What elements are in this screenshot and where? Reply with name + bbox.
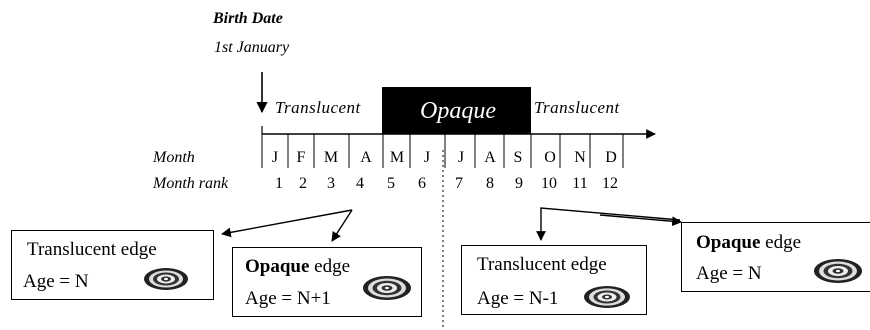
- month-letter: M: [323, 149, 339, 166]
- opaque-label: Opaque: [420, 98, 496, 124]
- month-letter: A: [484, 149, 496, 166]
- birth-date-label: Birth Date: [213, 10, 283, 27]
- month-rank: 9: [515, 175, 523, 192]
- month-row-label: Month: [153, 149, 195, 166]
- otolith-ring-icon: [363, 276, 411, 300]
- month-rank: 6: [418, 175, 426, 192]
- opaque-period-block: [382, 87, 531, 134]
- month-rank: 1: [275, 175, 283, 192]
- opaque-edge-box-right: Opaque edge Age = N: [681, 222, 870, 292]
- otolith-ring-icon: [144, 268, 188, 290]
- month-rank: 2: [299, 175, 307, 192]
- edge-label: Translucent edge: [477, 254, 607, 275]
- month-letter: N: [574, 149, 586, 166]
- month-letter: J: [271, 149, 279, 166]
- month-letter: J: [423, 149, 431, 166]
- edge-label: Opaque edge: [245, 256, 351, 277]
- month-rank: 12: [602, 175, 618, 192]
- month-rank: 11: [572, 175, 588, 192]
- month-letter: J: [457, 149, 465, 166]
- pointer-arrow-to-translucent-edge: [221, 209, 353, 238]
- month-rank: 5: [387, 175, 395, 192]
- month-letter: O: [544, 149, 556, 166]
- otolith-ring-icon: [814, 259, 862, 283]
- month-rank: 7: [455, 175, 463, 192]
- month-rank: 8: [486, 175, 494, 192]
- month-letter: S: [513, 149, 523, 166]
- opaque-edge-box-left: Opaque edge Age = N+1: [232, 247, 422, 317]
- age-label: Age = N+1: [245, 288, 331, 309]
- translucent-edge-box-right: Translucent edge Age = N-1: [461, 245, 647, 315]
- pointer-arrow-to-translucent-edge-right: [536, 207, 681, 241]
- month-letter: A: [360, 149, 372, 166]
- age-label: Age = N: [696, 263, 762, 284]
- month-rank-row-label: Month rank: [153, 175, 229, 192]
- translucent-left-label: Translucent: [275, 98, 361, 117]
- birth-date-value: 1st January: [214, 39, 290, 56]
- edge-label: Opaque edge: [696, 232, 802, 253]
- translucent-edge-box-left: Translucent edge Age = N: [11, 230, 214, 300]
- month-letter: F: [296, 149, 306, 166]
- translucent-right-label: Translucent: [534, 98, 620, 117]
- pointer-arrow-to-opaque-edge: [331, 209, 353, 242]
- age-label: Age = N: [23, 271, 89, 292]
- month-letter: M: [389, 149, 405, 166]
- pointer-arrow-to-opaque-edge-right-head: [599, 214, 682, 227]
- month-rank: 10: [541, 175, 557, 192]
- month-letter: D: [605, 149, 617, 166]
- month-rank: 3: [327, 175, 335, 192]
- month-rank: 4: [356, 175, 364, 192]
- edge-label: Translucent edge: [27, 239, 157, 260]
- otolith-ring-icon: [584, 286, 630, 308]
- age-label: Age = N-1: [477, 288, 559, 309]
- month-dividers: [261, 134, 624, 168]
